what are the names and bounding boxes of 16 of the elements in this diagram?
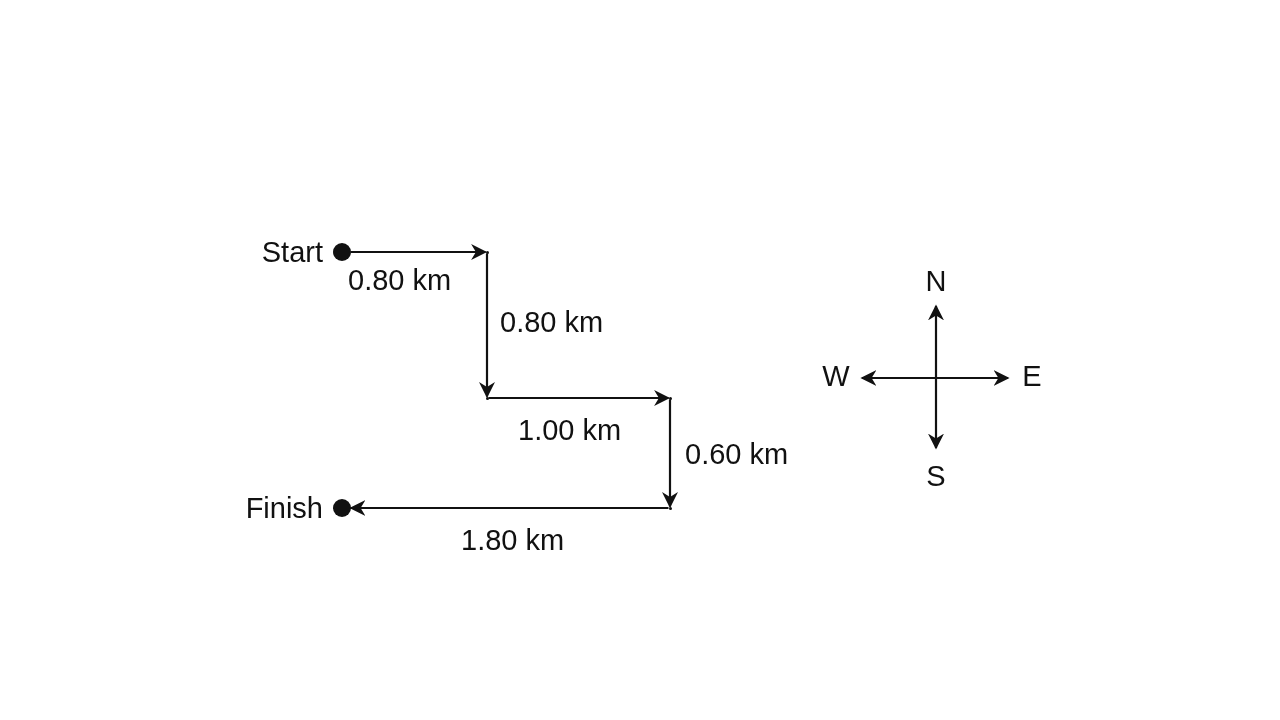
compass-direction-label: N	[925, 265, 947, 297]
point-label: Finish	[245, 492, 323, 524]
arrow	[351, 244, 488, 260]
arrow	[662, 399, 678, 509]
distance-label: 1.00 km	[518, 414, 622, 446]
arrow	[488, 390, 671, 406]
compass-direction-label: S	[926, 460, 946, 492]
arrow	[479, 253, 495, 399]
distance-label: 0.80 km	[500, 306, 604, 338]
compass-direction-label: E	[1022, 360, 1042, 392]
distance-label: 0.60 km	[685, 438, 789, 470]
distance-label: 1.80 km	[461, 524, 565, 556]
arrow	[349, 500, 669, 516]
distance-label: 0.80 km	[348, 264, 452, 296]
point-label: Start	[261, 236, 323, 268]
compass-direction-label: W	[822, 360, 850, 392]
